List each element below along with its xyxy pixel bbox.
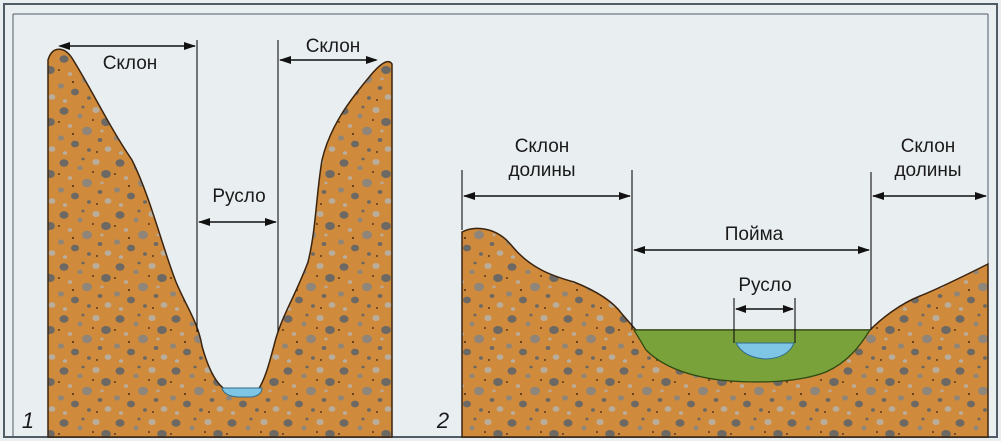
floodplain-label: Пойма <box>725 224 784 245</box>
diagram-1-number: 1 <box>22 408 34 433</box>
channel-label-1: Русло <box>212 186 265 207</box>
valley-slope-right-label-line1: Склон <box>901 136 956 157</box>
valley-slope-left-label-line1: Склон <box>515 136 570 157</box>
slope-left-label: Склон <box>103 53 158 74</box>
diagram-2-number: 2 <box>436 408 449 433</box>
slope-right-label: Склон <box>306 36 361 57</box>
valley-slope-right-label-line2: долины <box>894 160 961 181</box>
channel-label-2: Русло <box>738 275 791 296</box>
valley-slope-left-label-line2: долины <box>508 160 575 181</box>
